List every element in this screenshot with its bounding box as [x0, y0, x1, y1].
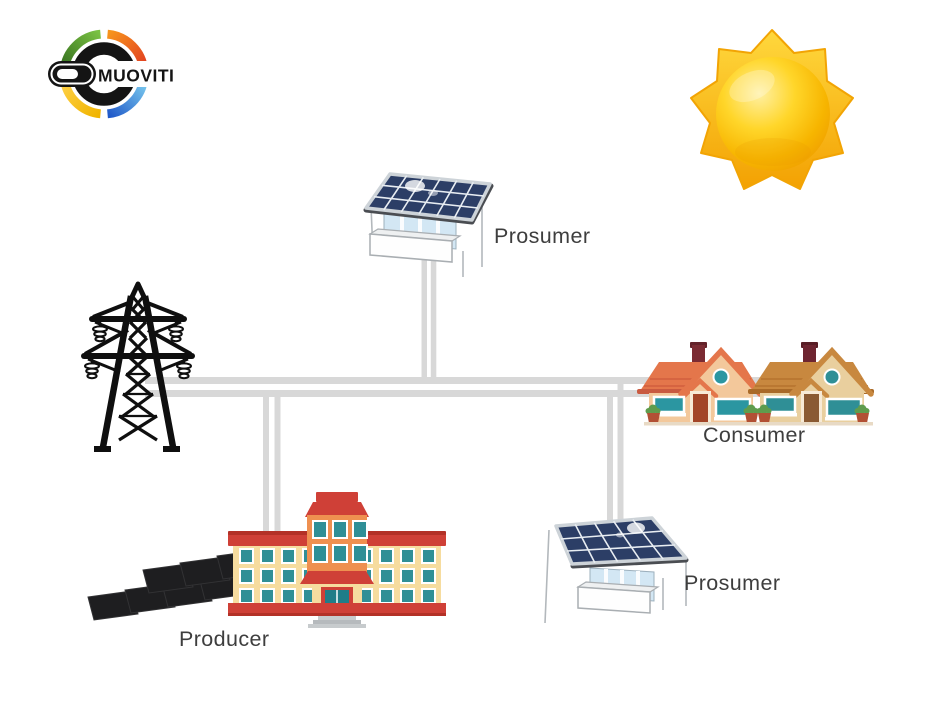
power-line-drop-prosumer-top-2: [430, 256, 437, 384]
sun-reflection-highlight: [405, 180, 425, 192]
house-icon: [637, 342, 763, 426]
power-line-drop-prosumer-bottom-1: [607, 392, 613, 525]
house-icon: [748, 342, 874, 426]
muoviti-logo-emblem: MUOVITI: [48, 29, 178, 119]
prosumer-bottom-building-icon: [544, 516, 689, 624]
power-line-drop-producer-1: [263, 393, 269, 542]
label-prosumer-bottom: Prosumer: [684, 571, 781, 595]
sun-icon: [690, 29, 854, 190]
power-line-horizontal-1: [145, 377, 838, 384]
power-line-drop-prosumer-bottom-2: [617, 380, 624, 525]
consumer-houses-icon: [637, 342, 874, 426]
label-prosumer-top: Prosumer: [494, 224, 591, 248]
muoviti-logo: MUOVITI: [46, 24, 180, 124]
label-producer: Producer: [179, 627, 270, 651]
prosumer-top-building-icon: [363, 172, 494, 277]
power-line-drop-producer-2: [274, 393, 281, 542]
transmission-tower-icon: [81, 281, 195, 452]
sun-reflection-highlight: [627, 522, 645, 534]
school-building-icon: [228, 492, 446, 628]
power-line-horizontal-2: [145, 390, 838, 397]
insulator-icon: [84, 321, 192, 380]
logo-text: MUOVITI: [98, 66, 174, 86]
power-line-drop-prosumer-top-1: [421, 256, 427, 384]
label-consumer: Consumer: [703, 423, 806, 447]
